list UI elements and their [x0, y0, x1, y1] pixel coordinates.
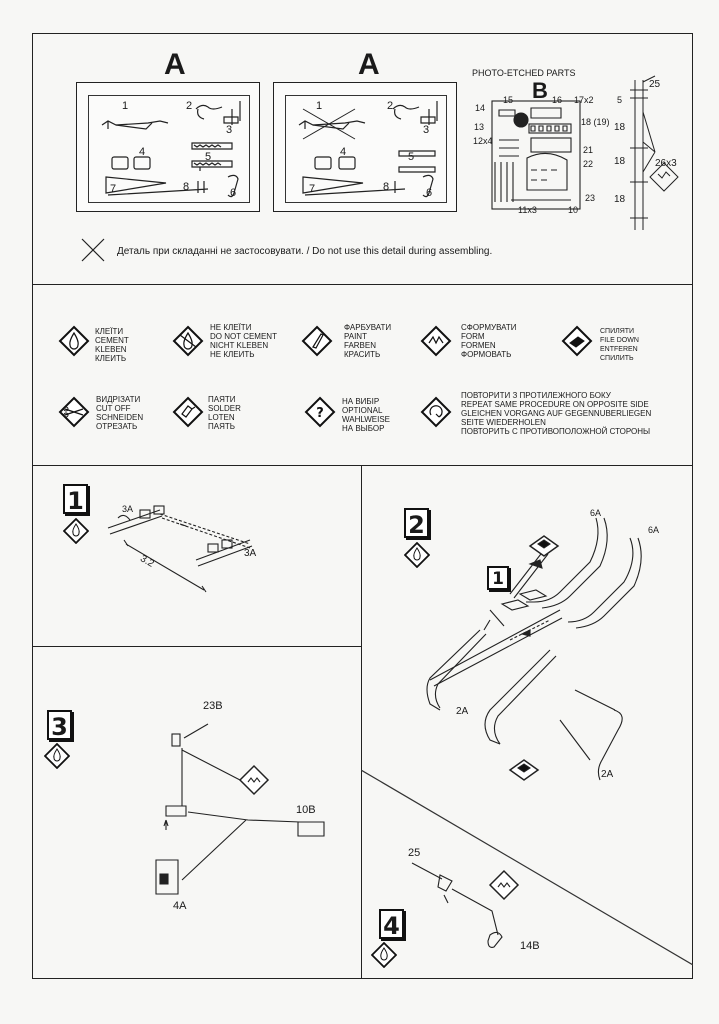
do-not-use-note: Деталь при складанні не застосовувати. /…	[117, 246, 493, 257]
step-2-label-6a-1: 6A	[590, 508, 602, 518]
step-4-label-14b: 14B	[520, 940, 540, 952]
pe-part-13: 13	[474, 122, 485, 132]
pe-title: PHOTO-ETCHED PARTS	[472, 68, 576, 78]
ruler-mark-18c: 18	[614, 194, 626, 205]
step-1-glue-icon	[63, 518, 89, 544]
ruler-mark-5: 5	[617, 95, 623, 105]
file-icon	[561, 325, 593, 357]
pe-part-11: 11x3	[518, 205, 537, 215]
sprue-a-right-part-3: 3	[423, 124, 430, 136]
ruler-mark-18a: 18	[614, 122, 626, 133]
pe-part-23: 23	[585, 193, 596, 203]
pe-fret-drawing	[491, 100, 581, 210]
step-2-glue-icon	[404, 542, 430, 568]
do-not-use-x-icon	[81, 238, 105, 262]
pe-part-16: 16	[552, 95, 563, 105]
divider-legend-steps	[32, 465, 693, 466]
pe-part-15: 15	[503, 95, 514, 105]
sprue-a-right-part-1: 1	[316, 100, 323, 112]
svg-text:?: ?	[316, 406, 324, 421]
pe-letter: B	[532, 78, 548, 103]
sprue-a-right-part-4: 4	[340, 146, 347, 158]
sprue-a-right-letter: A	[358, 48, 380, 81]
divider-parts-legend	[32, 284, 693, 285]
sprue-a-part-4: 4	[139, 146, 146, 158]
divider-step1-step3	[32, 646, 361, 647]
sprue-a-part-8: 8	[183, 181, 190, 193]
step-4-glue-icon	[371, 942, 397, 968]
sprue-a-right-part-7: 7	[309, 183, 316, 195]
ruler-part-25: 25	[649, 79, 661, 90]
sprue-a-inner	[88, 95, 250, 203]
page-frame	[32, 33, 693, 979]
step-1-label-3a-top: 3A	[122, 504, 134, 514]
step-1-drawing	[107, 505, 253, 593]
pe-part-14: 14	[475, 103, 486, 113]
step-2-ref-step-1: 1	[487, 566, 509, 590]
sprue-a-right-part-2: 2	[387, 100, 394, 112]
pe-part-17: 17x2	[574, 95, 594, 105]
sprue-a-part-5: 5	[205, 151, 212, 163]
step-4-number: 4	[379, 909, 404, 940]
sprue-a-parts-drawing	[101, 101, 241, 198]
sprue-a-part-7: 7	[110, 183, 117, 195]
step-4-drawing	[411, 862, 520, 948]
step-2-label-2a-2: 2A	[601, 769, 614, 780]
step-3-label-10b: 10B	[296, 804, 316, 816]
step-3-label-23b: 23B	[203, 700, 223, 712]
step-3-drawing	[155, 723, 325, 895]
step-1-number: 1	[63, 484, 88, 515]
form-icon	[420, 325, 452, 357]
sprue-a-right-part-8: 8	[383, 181, 390, 193]
solder-icon	[172, 396, 204, 428]
step-3-label-4a: 4A	[173, 900, 187, 912]
step-2-label-6a-2: 6A	[648, 525, 660, 535]
sprue-a-part-3: 3	[226, 124, 233, 136]
sprue-a-right-frame	[273, 82, 457, 212]
pe-part-21: 21	[583, 145, 594, 155]
sprue-a-part-6: 6	[230, 187, 237, 199]
sheet-edge-line	[361, 770, 693, 966]
sprue-a-right-inner	[285, 95, 447, 203]
pe-part-22: 22	[583, 159, 594, 169]
step-3-number: 3	[47, 710, 72, 741]
step-2-label-2a-1: 2A	[456, 706, 469, 717]
pe-part-10: 10	[568, 205, 579, 215]
optional-icon: ?	[304, 396, 336, 428]
repeat-icon	[420, 396, 452, 428]
step-2-drawing	[426, 517, 642, 781]
sprue-a-right-part-5: 5	[408, 151, 415, 163]
ruler-part-26: 26x3	[655, 158, 677, 169]
no-glue-icon	[172, 325, 204, 357]
sprue-a-part-1: 1	[122, 100, 129, 112]
sprue-a-part-2: 2	[186, 100, 193, 112]
cut-icon	[58, 396, 90, 428]
step-2-number: 2	[404, 508, 429, 539]
sprue-a-letter: A	[164, 48, 186, 81]
divider-steps-vertical	[361, 465, 362, 979]
pe-part-12: 12x4	[473, 136, 493, 146]
step-3-glue-icon	[44, 743, 70, 769]
paint-icon	[301, 325, 333, 357]
pe-ruler-drawing	[630, 75, 679, 230]
pe-part-18: 18 (19)	[581, 117, 610, 127]
sprue-a-right-part-6: 6	[426, 187, 433, 199]
step-1-label-3a-bottom: 3A	[244, 548, 257, 559]
sprue-a-frame	[76, 82, 260, 212]
ruler-mark-18b: 18	[614, 156, 626, 167]
sprue-a-right-parts-drawing	[298, 101, 438, 198]
step-4-label-25: 25	[408, 847, 421, 859]
glue-icon	[58, 325, 90, 357]
